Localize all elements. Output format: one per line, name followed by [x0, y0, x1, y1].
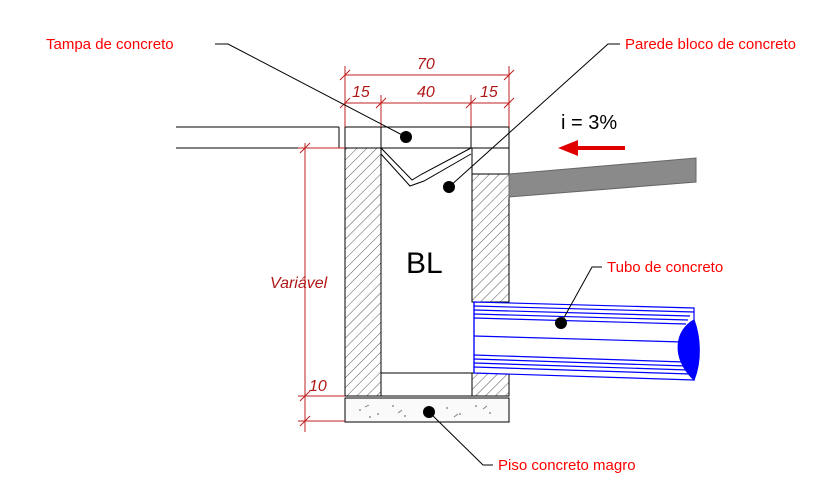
left-ground-slab [176, 126, 340, 149]
leader-dot-wall [443, 181, 455, 193]
concrete-pipe [473, 301, 700, 382]
inner-floor [345, 372, 509, 397]
left-dimension-lines [298, 142, 345, 432]
leader-dot-floor [423, 406, 435, 418]
right-wall-upper [471, 173, 510, 303]
v-notch [380, 147, 472, 181]
flow-arrow [558, 140, 625, 156]
box-label: BL [406, 247, 443, 280]
label-pipe: Tubo de concreto [607, 259, 723, 276]
slope-label: i = 3% [561, 112, 617, 134]
top-dimension-lines [339, 66, 515, 127]
inflow-channel [508, 157, 697, 198]
dimension-left: 15 [352, 84, 370, 101]
leader-dot-lid [400, 131, 412, 143]
right-wall-lower [471, 372, 510, 397]
label-wall: Parede bloco de concreto [625, 36, 796, 53]
dimension-height: Variável [270, 275, 328, 292]
leader-lines [215, 43, 620, 466]
dimension-right: 15 [480, 84, 498, 101]
left-wall [344, 147, 382, 397]
label-floor: Piso concreto magro [498, 457, 636, 474]
leader-dot-pipe [555, 317, 567, 329]
dimension-middle: 40 [417, 84, 435, 101]
dimension-total: 70 [417, 56, 435, 73]
dimension-floor: 10 [309, 378, 327, 395]
concrete-lid [344, 126, 510, 149]
label-lid: Tampa de concreto [46, 36, 174, 53]
